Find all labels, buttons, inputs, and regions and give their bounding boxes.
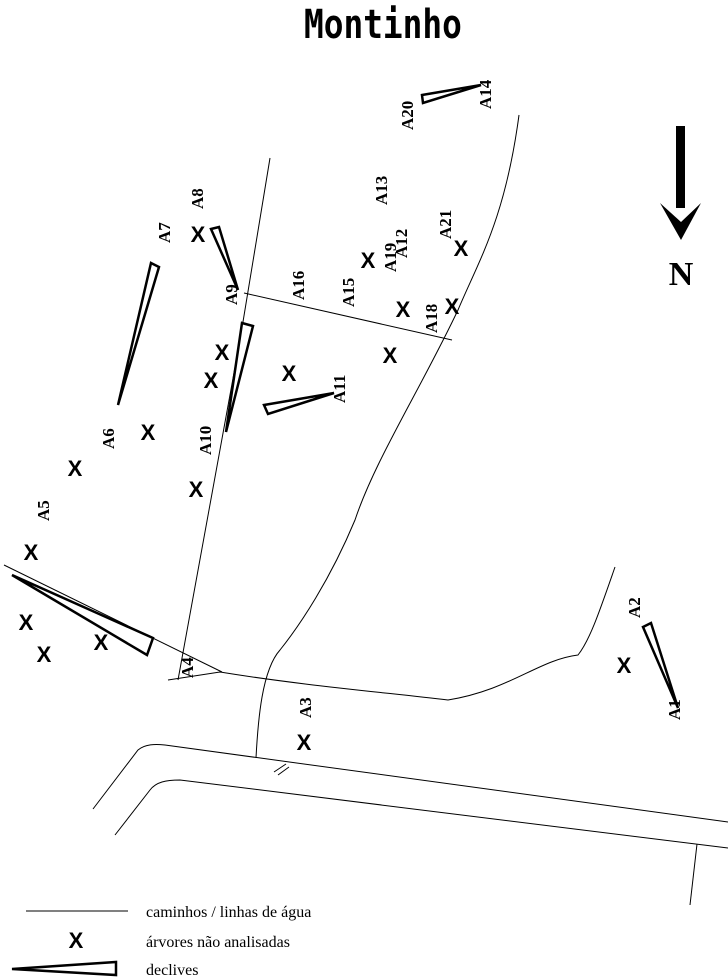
paths-water-lines xyxy=(3,114,728,906)
tree-label-a20: A20 xyxy=(398,101,417,130)
tree-label-a9: A9 xyxy=(222,284,241,305)
tree-label-a7: A7 xyxy=(155,222,174,243)
stream-lower xyxy=(167,566,616,701)
x-mark-icon: X xyxy=(215,340,230,365)
tree-label-a21: A21 xyxy=(436,210,455,239)
x-mark-icon: X xyxy=(396,297,411,322)
slope-a2-a1 xyxy=(641,621,680,709)
x-mark-icon: X xyxy=(204,368,219,393)
slope-a10 xyxy=(224,321,255,433)
slope-a4-left xyxy=(11,573,155,657)
culvert xyxy=(273,763,290,776)
x-mark-icon: X xyxy=(37,642,52,667)
road-lower xyxy=(114,779,728,849)
tree-label-a15: A15 xyxy=(339,278,358,307)
tree-label-a3: A3 xyxy=(296,697,315,718)
x-mark-icon: X xyxy=(68,456,83,481)
tree-label-a16: A16 xyxy=(289,271,308,300)
tree-label-a11: A11 xyxy=(330,375,349,403)
north-arrow-icon xyxy=(660,126,701,240)
x-mark-icon: X xyxy=(19,610,34,635)
x-mark-icon: X xyxy=(189,477,204,502)
tree-label-a14: A14 xyxy=(476,79,495,109)
tree-label-a1: A1 xyxy=(665,699,684,720)
tree-x-marks: X X X X X X X X X X X X X X X X X X xyxy=(19,222,632,755)
x-mark-icon: X xyxy=(383,343,398,368)
road-upper xyxy=(92,744,728,823)
tree-label-a13: A13 xyxy=(372,176,391,205)
map-title: Montinho xyxy=(304,1,462,48)
x-mark-icon: X xyxy=(454,236,469,261)
path-crossing-road xyxy=(243,292,453,341)
tree-label-a8: A8 xyxy=(188,188,207,209)
north-label: N xyxy=(669,256,694,293)
x-mark-icon: X xyxy=(191,222,206,247)
x-mark-icon: X xyxy=(297,730,312,755)
slope-a20-a14 xyxy=(420,83,482,105)
tree-label-a12: A12 xyxy=(392,229,411,258)
x-mark-icon: X xyxy=(361,248,376,273)
slopes xyxy=(11,83,680,709)
tree-label-a5: A5 xyxy=(34,500,53,521)
tree-labels: A1 A2 A3 A4 A5 A6 A7 A8 A9 A10 A11 A12 A… xyxy=(34,79,684,720)
slope-a7-a6 xyxy=(116,261,161,406)
slope-a8-a9 xyxy=(209,225,240,291)
legend-slope-icon xyxy=(11,960,118,977)
x-mark-icon: X xyxy=(617,653,632,678)
x-mark-icon: X xyxy=(94,630,109,655)
tree-label-a6: A6 xyxy=(99,428,118,449)
tree-label-a4: A4 xyxy=(178,657,197,678)
legend-slopes-label: declives xyxy=(146,962,198,978)
tree-label-a10: A10 xyxy=(196,426,215,455)
legend-paths-label: caminhos / linhas de água xyxy=(146,904,311,921)
x-mark-icon: X xyxy=(141,420,156,445)
road-spur xyxy=(689,843,698,906)
legend: caminhos / linhas de água X árvores não … xyxy=(11,904,311,978)
x-mark-icon: X xyxy=(282,361,297,386)
legend-trees-label: árvores não analisadas xyxy=(146,934,290,951)
path-left-boundary xyxy=(3,564,223,673)
tree-label-a18: A18 xyxy=(422,304,441,333)
legend-x-icon: X xyxy=(69,928,84,953)
tree-label-a2: A2 xyxy=(625,597,644,618)
x-mark-icon: X xyxy=(24,540,39,565)
tree-label-a19: A19 xyxy=(381,243,400,272)
stream-main xyxy=(255,114,520,759)
x-mark-icon: X xyxy=(445,294,460,319)
slope-a11 xyxy=(262,391,335,416)
